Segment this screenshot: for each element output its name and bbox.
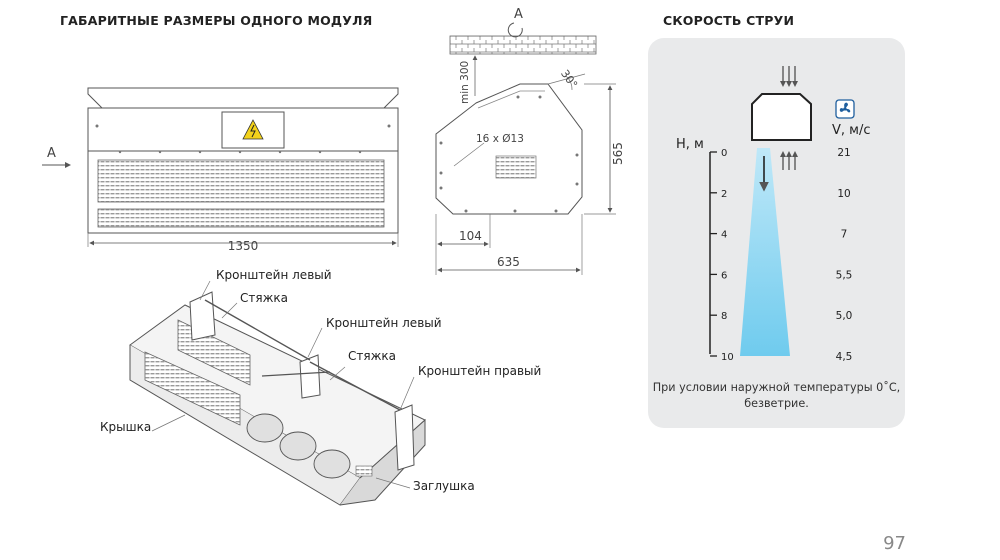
- label-tie-1: Стяжка: [240, 291, 288, 305]
- height-tick-label: 0: [721, 148, 727, 159]
- velocity-axis-label: V, м/с: [832, 123, 871, 138]
- depth-dimension: 635: [497, 255, 520, 269]
- label-bracket-left-2: Кронштейн левый: [326, 316, 442, 330]
- intake-arrows: [759, 66, 798, 192]
- velocity-value: 21: [837, 147, 850, 159]
- wall-hatch: [449, 35, 597, 55]
- velocity-note: При условии наружной температуры 0˚С, бе…: [652, 381, 901, 410]
- height-dimension: 565: [611, 142, 625, 165]
- view-a-label-left: A: [47, 146, 56, 161]
- height-ticks: 0 21 2 10 4 7 6 5,5 8 5,0 10 4,5: [710, 147, 852, 363]
- view-a-label-top: A: [514, 7, 523, 22]
- curtain-unit: [751, 93, 812, 141]
- velocity-value: 7: [841, 229, 848, 241]
- isometric-assembly: Кронштейн левый Стяжка Кронштейн левый С…: [100, 268, 541, 506]
- velocity-value: 4,5: [836, 351, 853, 363]
- dimensions-title: ГАБАРИТНЫЕ РАЗМЕРЫ ОДНОГО МОДУЛЯ: [60, 13, 373, 28]
- side-view: A min 300 30° 16 x Ø13 565 104 635: [435, 7, 625, 275]
- view-a-arrow-top: A: [507, 7, 523, 38]
- front-view: A 1350: [42, 87, 399, 253]
- velocity-title: СКОРОСТЬ СТРУИ: [663, 13, 795, 28]
- label-bracket-right: Кронштейн правый: [418, 364, 541, 378]
- velocity-diagram: 0 21 2 10 4 7 6 5,5 8 5,0 10 4,5 Н, м V, м/с: [676, 66, 871, 363]
- label-cover: Крышка: [100, 420, 151, 434]
- page-number: 97: [883, 533, 906, 554]
- air-jet: [740, 148, 790, 356]
- view-a-arrow: A: [42, 146, 71, 168]
- velocity-value: 5,0: [836, 310, 853, 322]
- height-tick-label: 2: [721, 189, 727, 200]
- holes-dimension: 16 x Ø13: [476, 133, 524, 145]
- min-wall-dimension: min 300: [459, 61, 471, 104]
- label-bracket-left-1: Кронштейн левый: [216, 268, 332, 282]
- height-tick-label: 8: [721, 311, 727, 322]
- height-tick-label: 6: [721, 270, 727, 281]
- height-tick-label: 4: [721, 230, 727, 241]
- height-axis-label: Н, м: [676, 137, 704, 152]
- offset-dimension: 104: [459, 229, 482, 243]
- angle-dimension: 30°: [558, 67, 580, 90]
- label-tie-2: Стяжка: [348, 349, 396, 363]
- height-tick-label: 10: [721, 352, 734, 363]
- label-plug: Заглушка: [413, 479, 475, 493]
- width-dimension: 1350: [228, 239, 259, 253]
- fan-icon: [835, 99, 855, 119]
- velocity-value: 5,5: [836, 269, 853, 281]
- velocity-value: 10: [837, 188, 850, 200]
